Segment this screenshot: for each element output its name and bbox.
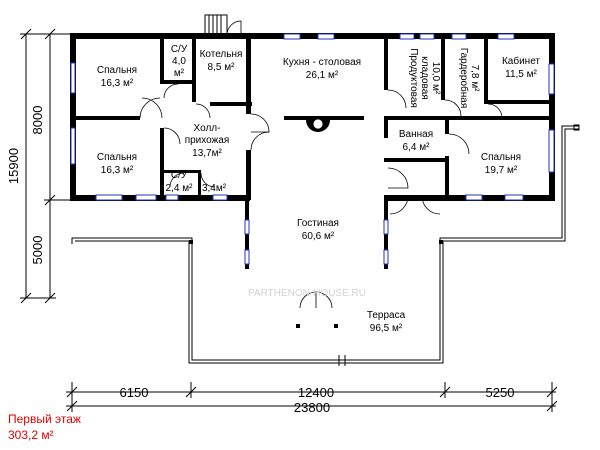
boiler-name: Котельня [200,49,243,60]
pantry-name-2: кладовая [419,56,430,99]
dim-left-lower: 5000 [30,236,45,265]
terrace-outline [71,124,580,366]
bedroom2-area: 16,3 м² [101,165,134,176]
bedroom2-name: Спальня [97,152,137,163]
bathroom-name: Ванная [399,129,433,140]
fireplace [306,118,330,132]
wc1-name: С/У [171,44,188,55]
room-labels: Спальня 16,3 м² С/У 4,0 м² Котельня 8,5 … [97,44,541,334]
bathroom-area: 6,4 м² [403,142,431,153]
office-name: Кабинет [502,55,540,67]
hall-name: Холл- [194,123,221,134]
small-room-area: 3,4м² [202,183,227,194]
wc1-area: 4,0 [172,56,186,67]
dim-bottom-seg3: 5250 [486,385,515,400]
dim-bottom-seg2: 12400 [298,385,334,400]
living-area: 60,6 м² [302,231,335,242]
bedroom3-area: 19,7 м² [485,165,518,176]
boiler-area: 8,5 м² [208,62,236,73]
pantry-area: 10,0 м² [430,62,441,95]
kitchen-name: Кухня - столовая [283,57,361,68]
wc2-name: С/У [171,170,188,181]
wardrobe-area: 7,8 м² [469,65,480,93]
wc1-unit: м² [174,68,185,79]
windows [70,33,555,265]
dim-left-upper: 8000 [30,106,45,135]
office-area: 11,5 м² [505,69,537,80]
left-dimensions: 15900 8000 5000 [6,28,72,304]
terrace-area: 96,5 м² [370,323,403,334]
entrance-steps [204,14,242,36]
dim-bottom-seg1: 6150 [120,385,149,400]
pantry-name: Продуктовая [408,48,419,108]
kitchen-area: 26,1 м² [306,70,339,81]
wardrobe-name: Гардеробная [458,48,470,109]
dim-bottom-total: 23800 [294,400,330,415]
doors [139,83,503,328]
living-name: Гостиная [297,218,339,229]
hall-name-2: прихожая [185,135,230,146]
watermark: PARTHENON-HOUSE.RU [248,288,366,299]
bedroom1-area: 16,3 м² [101,78,134,89]
hall-area: 13,7м² [192,148,222,159]
bedroom3-name: Спальня [481,152,521,163]
bedroom1-name: Спальня [97,65,137,76]
floor-caption-area: 303,2 м² [8,428,54,442]
terrace-name: Терраса [367,310,406,321]
floor-caption-title: Первый этаж [8,412,81,426]
dim-left-total: 15900 [6,148,21,184]
bottom-dimensions: 6150 12400 5250 23800 [66,382,558,415]
wc2-area: 2,4 м² [166,183,194,194]
